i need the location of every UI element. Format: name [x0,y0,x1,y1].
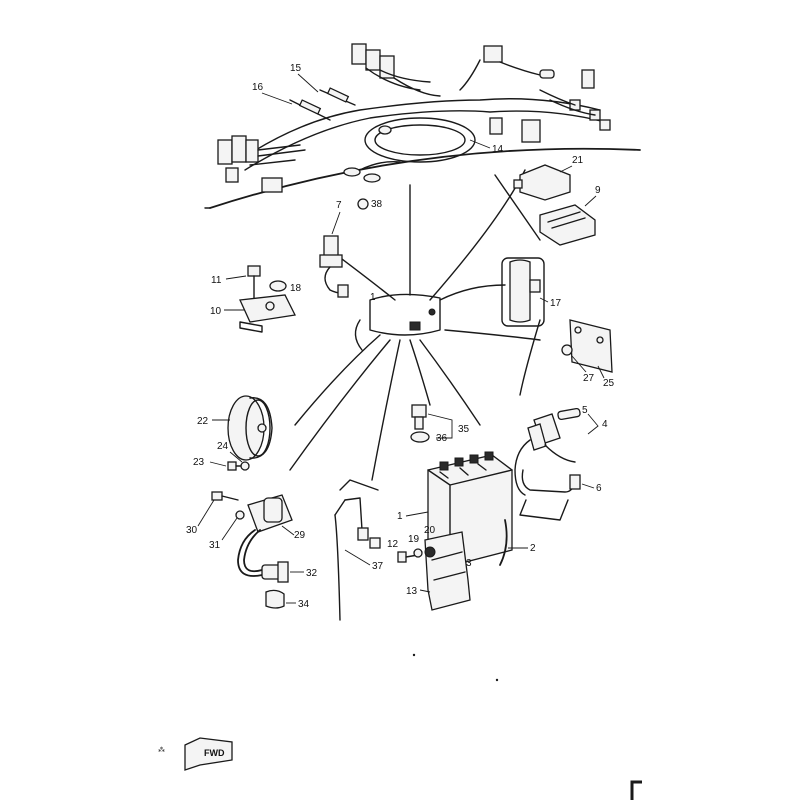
callout-21: 21 [572,155,584,166]
part-19-washer: 19 [408,534,423,558]
callout-12: 12 [387,539,399,550]
harness-terminals-right [489,69,611,143]
callout-30: 30 [186,525,198,536]
part-18-washer: 18 [269,280,302,294]
callout-3: 3 [466,558,472,569]
part-31-washer: 31 [209,510,245,551]
part-24-washer: 24 [217,441,250,471]
callout-34: 34 [298,599,310,610]
corner-mark [630,780,642,800]
fwd-label: FWD [204,748,225,758]
callout-25: 25 [603,378,615,389]
callout-4: 4 [602,419,608,430]
bracket-21-9 [494,174,541,241]
part-5-fuse: 5 [557,405,588,421]
part-20-washer: 20 [424,525,436,558]
part-4-fuse-set: 4 [514,413,608,496]
harness-loop [364,117,476,163]
part-37-sensor-lead: 37 [334,479,384,621]
callout-9: 9 [595,185,601,196]
part-25-plate: 25 [569,319,615,389]
part-7-switch: 7 [319,200,349,298]
callout-36: 36 [436,433,448,444]
callout-19: 19 [408,534,420,545]
fwd-arrow-icon: FWD ⁂ [158,737,233,771]
callout-18: 18 [290,283,302,294]
callout-6: 6 [596,483,602,494]
callout-16: 16 [252,82,264,93]
svg-text:⁂: ⁂ [158,746,165,754]
callout-7: 7 [336,200,342,211]
part-17-fuse-holder: 17 [501,257,562,327]
part-29-ignition-coil: 29 [237,494,306,577]
callout-27: 27 [583,373,595,384]
callout-17: 17 [550,298,562,309]
callout-22: 22 [197,416,209,427]
part-2-vent-hose: 2 [499,519,536,566]
callout-13: 13 [406,586,418,597]
part-11-bolt: 11 [211,265,261,299]
callout-11: 11 [211,275,222,286]
callout-1-battery: 1 [397,511,403,522]
part-10-bracket: 10 [210,294,296,333]
callout-35: 35 [458,424,470,435]
callout-10: 10 [210,306,222,317]
part-35-switch: 35 [411,404,470,439]
part-30-bolt: 30 [186,491,239,536]
part-6-lead: 6 [519,469,602,521]
part-38-grommet [357,198,369,210]
callout-31: 31 [209,540,221,551]
part-3-battery-band: 3 [424,531,472,611]
callout-24: 24 [217,441,229,452]
hub-connector [409,321,421,331]
callout-32: 32 [306,568,318,579]
part-34-cap: 34 [265,589,310,610]
harness-connectors-left [217,135,306,193]
wire-harness-group: 15 16 14 38 [209,43,641,210]
callout-38: 38 [371,199,383,210]
callout-37: 37 [372,561,384,572]
callout-20: 20 [424,525,436,536]
harness-terminals-bottom [343,125,401,183]
callout-15: 15 [290,63,302,74]
part-13-bracket: 13 [406,586,431,597]
part-22-horn: 22 [197,395,273,461]
part-9-rectifier: 9 [539,185,601,246]
callout-2: 2 [530,543,536,554]
part-23-bolt: 23 [193,457,249,471]
part-36-washer: 36 [410,431,448,444]
part-21-relay: 21 [513,155,584,201]
callout-5: 5 [582,405,588,416]
callout-23: 23 [193,457,205,468]
part-32-plug-cap: 32 [261,561,318,583]
part-27-washer: 27 [561,344,595,384]
callout-29: 29 [294,530,306,541]
main-harness-trunk [239,98,601,161]
harness-connectors-top [351,43,541,97]
callout-14: 14 [492,144,504,155]
callout-1-hub: 1 [370,292,376,303]
